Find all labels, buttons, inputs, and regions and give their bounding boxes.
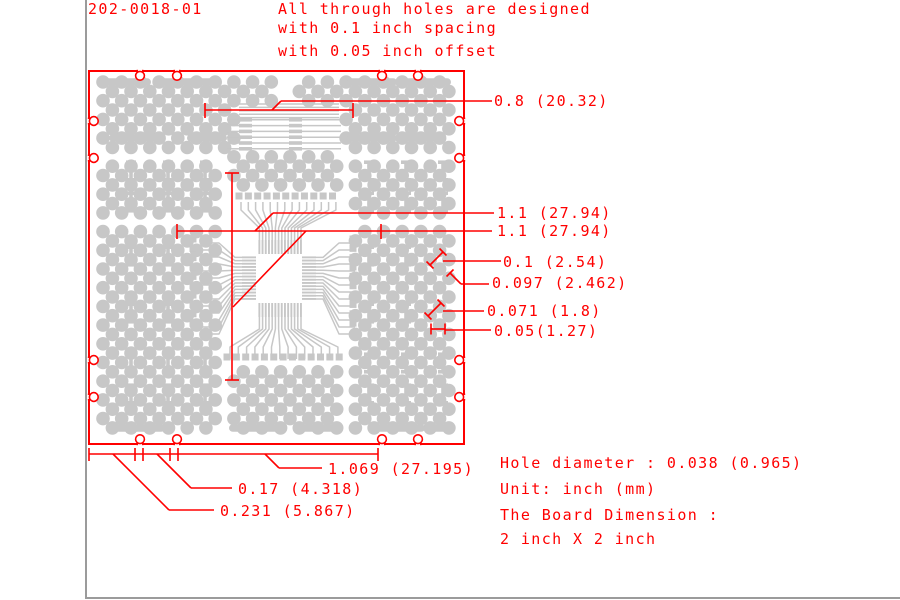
dim-label-0-071: 0.071 (1.8): [487, 302, 602, 320]
dim-label-1-1-first: 1.1 (27.94): [497, 204, 612, 222]
design-note-3: with 0.05 inch offset: [278, 42, 498, 60]
info-unit: Unit: inch (mm): [500, 480, 657, 498]
dim-label-0-1: 0.1 (2.54): [503, 253, 608, 271]
dim-label-0-05: 0.05(1.27): [494, 322, 599, 340]
qfp-footprint: [242, 240, 316, 317]
design-note-1: All through holes are designed: [278, 0, 591, 18]
info-hole-diameter: Hole diameter : 0.038 (0.965): [500, 454, 803, 472]
dim-label-0-231: 0.231 (5.867): [220, 502, 356, 520]
dim-label-1-069: 1.069 (27.195): [328, 460, 475, 478]
dim-label-1-1-second: 1.1 (27.94): [497, 222, 612, 240]
page-corner-horizontal-line: [85, 597, 900, 599]
info-board-dimension-value: 2 inch X 2 inch: [500, 530, 657, 548]
dim-label-0-17: 0.17 (4.318): [238, 480, 364, 498]
dim-label-0-8: 0.8 (20.32): [494, 92, 609, 110]
soic-footprint: [227, 103, 341, 151]
page-corner-vertical-line: [85, 0, 87, 598]
board-outline-and-notches: [87, 69, 466, 446]
dim-label-0-097: 0.097 (2.462): [492, 274, 628, 292]
dimension-lines: [88, 100, 501, 511]
design-note-2: with 0.1 inch spacing: [278, 19, 498, 37]
info-board-dimension-caption: The Board Dimension :: [500, 506, 720, 524]
copper-pad-pattern: [96, 75, 456, 435]
part-number: 202-0018-01: [88, 0, 203, 18]
